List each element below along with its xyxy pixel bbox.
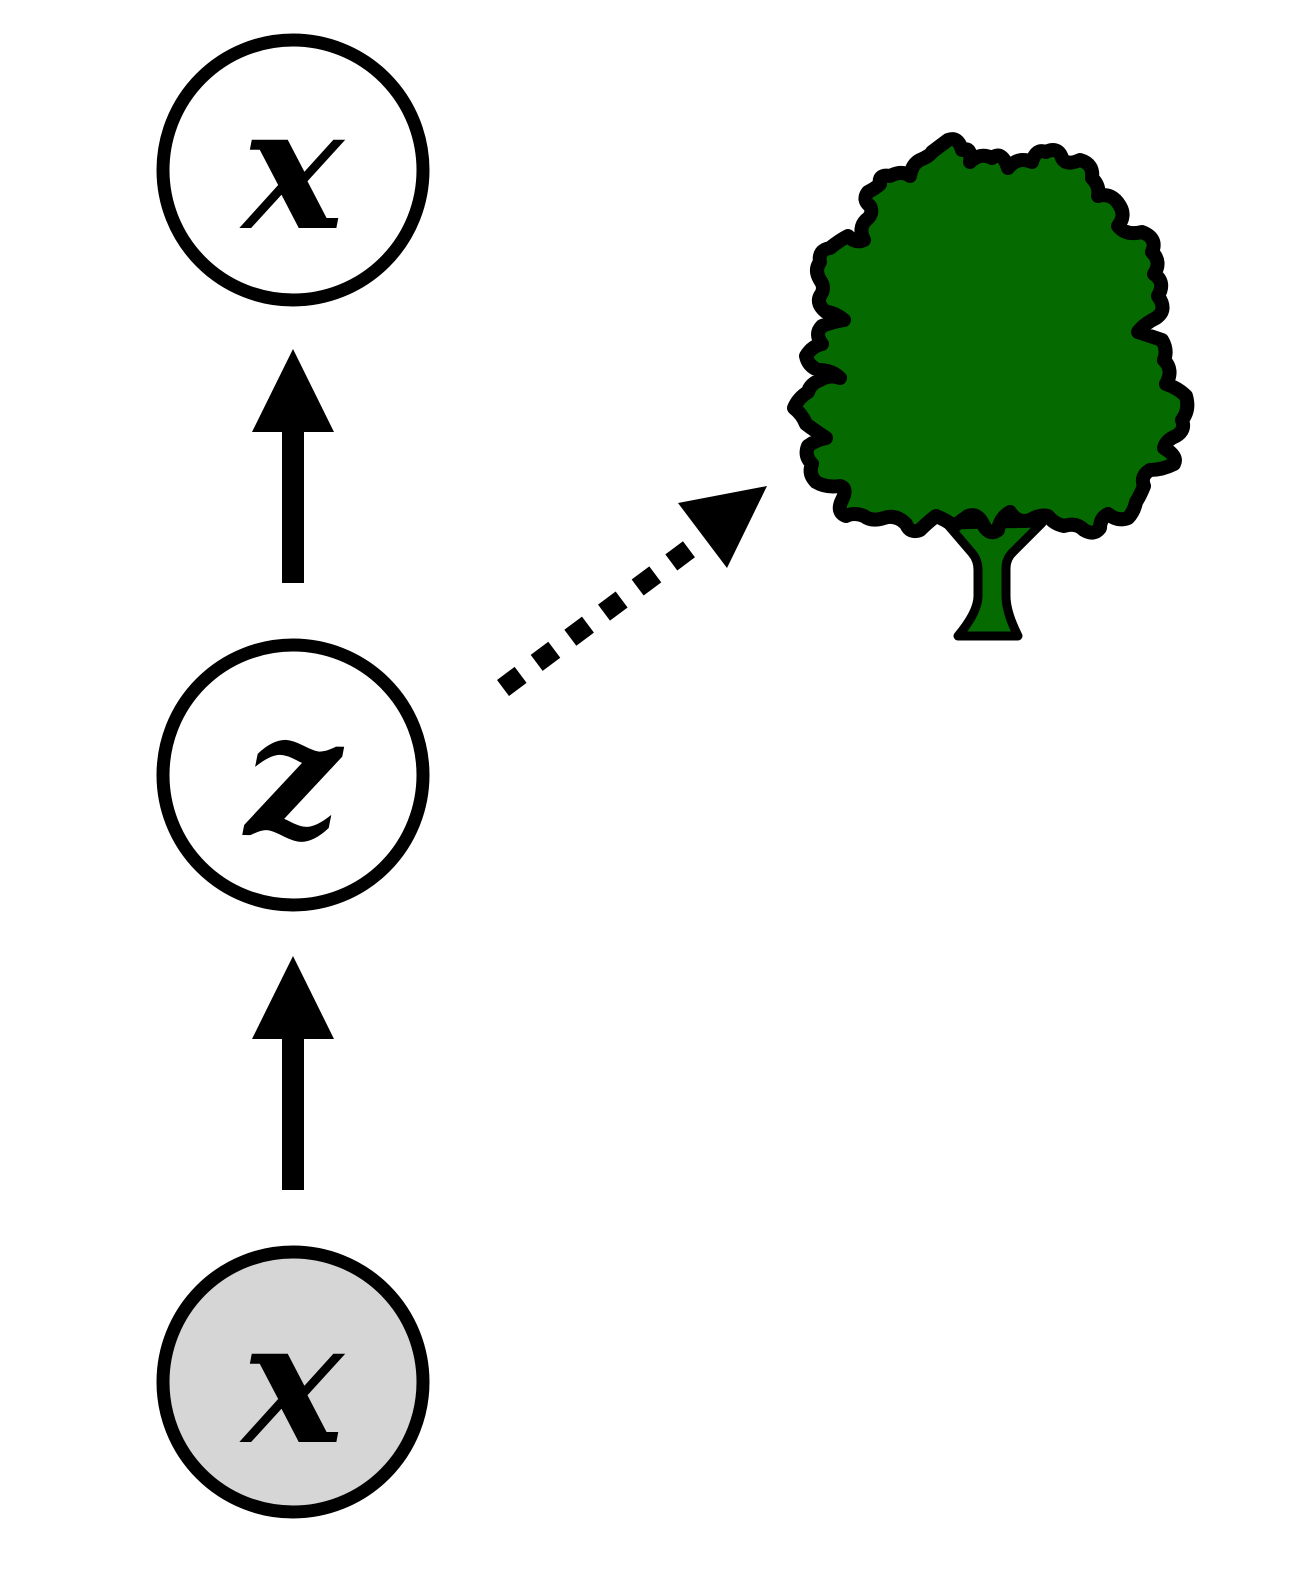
arrow-head bbox=[252, 349, 334, 432]
node-middle-circle bbox=[156, 638, 430, 912]
arrow-z-to-top-x bbox=[252, 349, 334, 583]
dotted-arrow-head bbox=[678, 486, 767, 568]
arrow-bottom-x-to-z bbox=[252, 956, 334, 1190]
node-bottom-circle bbox=[156, 1245, 430, 1519]
tree-trunk bbox=[943, 518, 1047, 641]
dotted-arrow-shaft bbox=[497, 538, 698, 697]
tree-icon bbox=[787, 132, 1195, 641]
dotted-arrow-z-to-tree bbox=[497, 486, 767, 697]
node-bottom-x: x bbox=[156, 1245, 430, 1519]
arrow-head bbox=[252, 956, 334, 1039]
node-middle-label: z bbox=[242, 676, 345, 876]
node-top-label: x bbox=[239, 69, 345, 269]
tree-crown bbox=[787, 132, 1195, 540]
node-top-x: x bbox=[156, 33, 430, 307]
node-middle-z: z bbox=[156, 638, 430, 912]
node-bottom-label: x bbox=[239, 1283, 345, 1483]
node-top-circle bbox=[156, 33, 430, 307]
